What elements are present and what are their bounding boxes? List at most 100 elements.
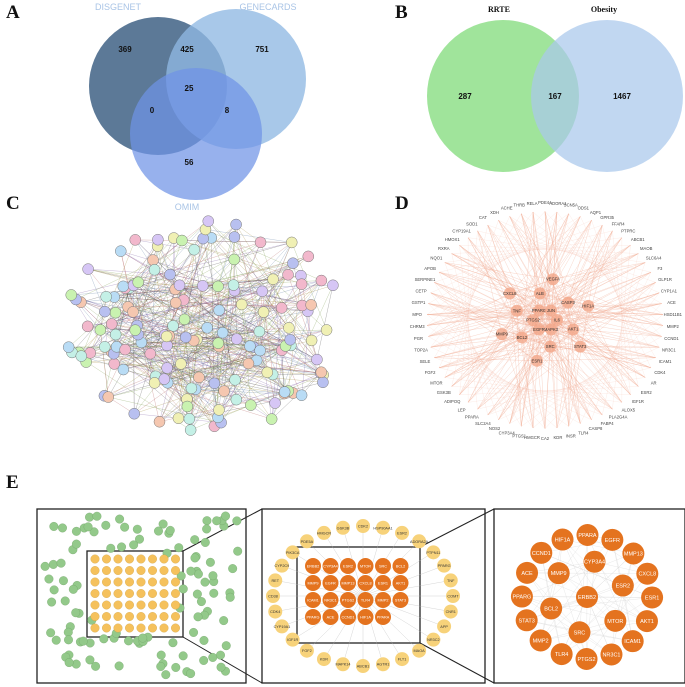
panel-letter-b: B — [395, 2, 408, 23]
circular-network-ring-label: HMGCR — [524, 435, 540, 440]
network-edge — [141, 342, 282, 351]
circular-network-ring-label: PPARA — [465, 415, 479, 420]
network-node — [221, 511, 230, 521]
network-node — [115, 514, 125, 524]
network-node — [392, 592, 409, 608]
venn-a-count-genecards-only: 751 — [255, 45, 269, 54]
network-edge — [150, 353, 321, 374]
network-edge — [195, 274, 289, 390]
network-edge — [169, 285, 180, 336]
network-edge — [538, 329, 656, 358]
network-edge — [150, 246, 158, 354]
circular-network-ring-label: SOD1 — [466, 221, 478, 226]
network-node — [209, 577, 219, 586]
network-edge — [428, 303, 558, 321]
circular-network-nodes: PDE4AADORA1SCN5AODS1AQP1GPR35FFAR4PTPRCA… — [410, 200, 683, 441]
e-mid-node-label: CYP2C9 — [275, 564, 290, 568]
network-node — [156, 650, 166, 660]
network-node — [110, 341, 123, 353]
network-edge — [108, 396, 135, 414]
network-edge — [202, 285, 312, 341]
network-edge — [75, 238, 204, 300]
circular-network-ring-label: GSK3B — [437, 390, 451, 395]
network-edge — [248, 339, 291, 364]
network-edge — [104, 346, 285, 393]
network-node — [215, 416, 227, 429]
circular-network-ring-label: CDK4 — [654, 370, 666, 375]
network-node — [109, 306, 122, 319]
network-edge — [544, 211, 551, 347]
network-node — [175, 603, 185, 613]
network-edge — [141, 302, 176, 343]
network-node — [125, 600, 134, 610]
network-edge — [217, 275, 302, 418]
network-edge — [179, 285, 272, 420]
network-node — [136, 612, 146, 621]
network-edge — [115, 312, 174, 327]
network-edge — [185, 274, 289, 338]
network-edge — [135, 330, 220, 411]
network-node — [70, 293, 82, 306]
network-node — [159, 566, 169, 575]
network-node — [531, 354, 544, 367]
network-edge — [567, 272, 652, 303]
venn-b-label-rrte: RRTE — [488, 5, 510, 14]
network-edge — [111, 323, 197, 340]
network-edge — [164, 279, 274, 336]
network-node — [202, 215, 215, 227]
network-node — [437, 619, 452, 634]
circular-network-ring-label: SLC2A4 — [475, 421, 491, 426]
network-edge — [193, 221, 209, 250]
network-node — [274, 558, 289, 573]
network-node — [227, 279, 240, 291]
network-node — [266, 368, 279, 381]
network-edge — [167, 382, 285, 394]
network-node — [162, 548, 172, 558]
network-edge — [362, 595, 451, 612]
network-edge — [567, 302, 581, 424]
network-node — [40, 561, 50, 571]
network-edge — [132, 269, 155, 313]
network-edge — [222, 311, 264, 333]
network-edge — [536, 211, 558, 361]
network-edge — [175, 289, 257, 361]
network-node — [199, 655, 209, 665]
network-edge — [550, 282, 656, 330]
network-node — [120, 522, 130, 532]
network-edge — [550, 282, 656, 347]
network-edge — [80, 242, 292, 303]
network-edge — [498, 220, 540, 311]
network-edge — [157, 246, 225, 392]
network-edge — [562, 539, 634, 554]
e-mid-node-label: PDE5A — [301, 540, 314, 544]
network-edge — [198, 363, 249, 378]
network-edge — [591, 262, 646, 420]
circular-network-ring-label: FABP4 — [601, 421, 615, 426]
e-mid-core-label: AKT1 — [396, 582, 406, 586]
network-edge — [427, 293, 540, 326]
network-edge — [588, 305, 631, 395]
network-node — [71, 659, 81, 669]
network-edge — [532, 211, 663, 326]
network-node — [190, 535, 200, 545]
network-node — [551, 528, 574, 551]
e-mid-node-label: FLT1 — [398, 658, 407, 662]
network-edge — [214, 399, 237, 427]
network-edge — [125, 349, 222, 423]
network-edge — [521, 337, 603, 416]
network-node — [102, 600, 111, 610]
venn-a-count-disgenet-only: 369 — [118, 45, 132, 54]
network-edge — [539, 293, 663, 326]
network-node — [320, 324, 333, 336]
circular-network-ring-label: MTOR — [430, 380, 442, 385]
network-edge — [115, 274, 171, 335]
e-mid-node-label: MAOA — [414, 649, 426, 653]
network-edge — [538, 237, 623, 330]
network-edge — [539, 293, 646, 378]
network-node — [392, 558, 409, 574]
network-edge — [100, 329, 220, 411]
circular-network-center-label: EGFR — [533, 327, 545, 332]
network-edge — [115, 312, 219, 418]
network-edge — [125, 310, 220, 350]
network-edge — [217, 286, 220, 347]
